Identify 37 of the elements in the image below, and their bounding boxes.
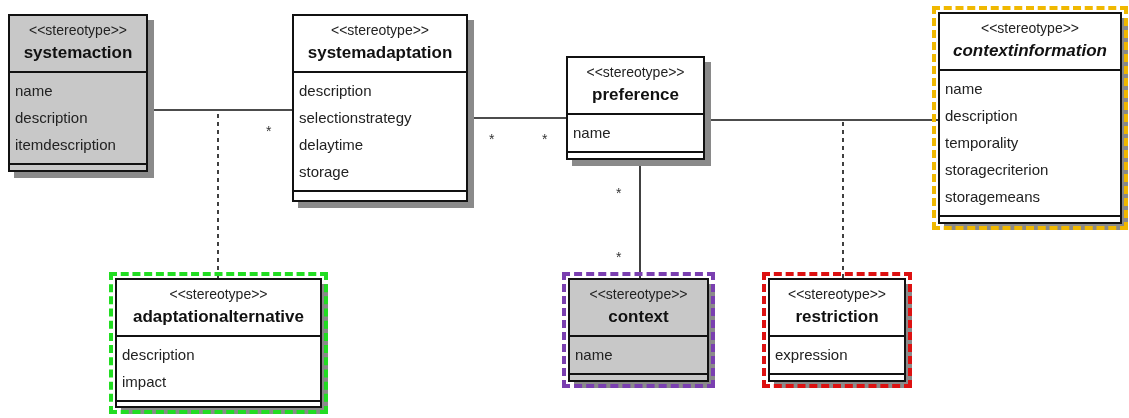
attribute-label: storagecriterion <box>945 160 1050 180</box>
stereotype-label: <<stereotype>> <box>980 19 1080 38</box>
class-name: context <box>608 306 669 328</box>
class-name: systemaction <box>23 42 133 64</box>
attribute-label: name <box>573 123 612 143</box>
attribute-label: storagemeans <box>945 187 1042 207</box>
class-name: preference <box>592 84 679 106</box>
class-name: adaptationalternative <box>133 306 304 328</box>
attribute-label: description <box>945 106 1019 126</box>
stereotype-label: <<stereotype>> <box>586 63 685 82</box>
stereotype-label: <<stereotype>> <box>169 285 268 304</box>
attribute-label: description <box>122 345 196 365</box>
attribute-label: description <box>299 81 373 101</box>
attribute-label: name <box>945 79 984 99</box>
attribute-label: name <box>575 345 614 365</box>
stereotype-label: <<stereotype>> <box>787 285 887 304</box>
attribute-label: delaytime <box>299 135 365 155</box>
attribute-label: itemdescription <box>15 135 117 155</box>
attribute-label: selectionstrategy <box>299 108 413 128</box>
class-name: restriction <box>795 306 879 328</box>
attribute-label: impact <box>122 372 168 392</box>
attribute-label: name <box>15 81 54 101</box>
attribute-label: description <box>15 108 89 128</box>
attribute-label: expression <box>775 345 849 365</box>
stereotype-label: <<stereotype>> <box>330 21 430 40</box>
class-name: contextinformation <box>953 40 1107 62</box>
multiplicity-label: * <box>542 132 548 146</box>
multiplicity-label: * <box>489 132 495 146</box>
association-class-line <box>842 119 844 279</box>
class-name: systemadaptation <box>307 42 453 64</box>
multiplicity-label: * <box>266 124 272 138</box>
stereotype-label: <<stereotype>> <box>589 285 688 304</box>
attribute-label: storage <box>299 162 351 182</box>
stereotype-label: <<stereotype>> <box>28 21 128 40</box>
multiplicity-label: * <box>616 250 622 264</box>
attribute-label: temporality <box>945 133 1020 153</box>
multiplicity-label: * <box>616 186 622 200</box>
